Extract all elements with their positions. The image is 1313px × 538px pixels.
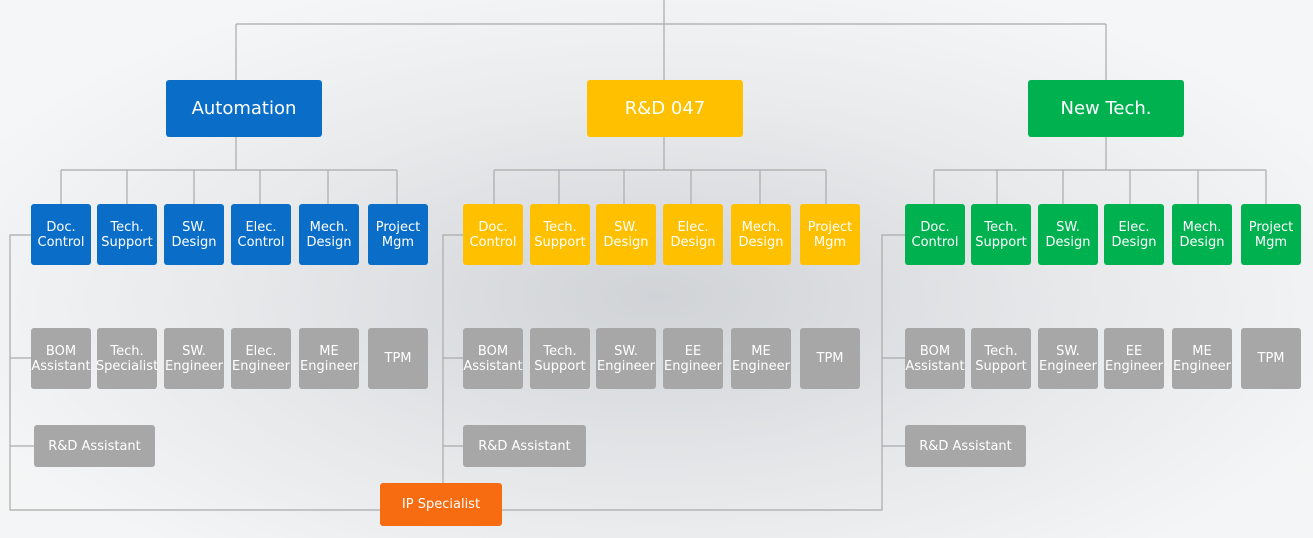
unit-box: Doc. Control [905, 204, 965, 265]
unit-box: Doc. Control [463, 204, 523, 265]
role-box: BOM Assistant [463, 328, 523, 389]
role-box: ME Engineer [1172, 328, 1232, 389]
unit-box: Elec. Design [663, 204, 723, 265]
unit-box: Elec. Design [1104, 204, 1164, 265]
dept-box-new-tech: New Tech. [1028, 80, 1184, 137]
role-box: SW. Engineer [1038, 328, 1098, 389]
unit-box: SW. Design [164, 204, 224, 265]
role-box: SW. Engineer [164, 328, 224, 389]
unit-box: Project Mgm [800, 204, 860, 265]
assistant-box: R&D Assistant [905, 425, 1026, 467]
unit-box: Tech. Support [971, 204, 1031, 265]
role-box: EE Engineer [663, 328, 723, 389]
unit-box: Project Mgm [368, 204, 428, 265]
unit-box: SW. Design [596, 204, 656, 265]
dept-box-automation: Automation [166, 80, 322, 137]
role-box: Tech. Support [530, 328, 590, 389]
dept-box-rnd-047: R&D 047 [587, 80, 743, 137]
assistant-box: R&D Assistant [34, 425, 155, 467]
unit-box: Mech. Design [299, 204, 359, 265]
role-box: TPM [1241, 328, 1301, 389]
role-box: SW. Engineer [596, 328, 656, 389]
ip-specialist-box: IP Specialist [380, 483, 502, 526]
role-box: TPM [800, 328, 860, 389]
role-box: Tech. Specialist [96, 328, 158, 389]
role-box: BOM Assistant [31, 328, 91, 389]
role-box: BOM Assistant [905, 328, 965, 389]
assistant-box: R&D Assistant [463, 425, 586, 467]
unit-box: Mech. Design [1172, 204, 1232, 265]
unit-box: Project Mgm [1241, 204, 1301, 265]
unit-box: Mech. Design [731, 204, 791, 265]
unit-box: Tech. Support [97, 204, 157, 265]
role-box: ME Engineer [299, 328, 359, 389]
role-box: Tech. Support [971, 328, 1031, 389]
unit-box: SW. Design [1038, 204, 1098, 265]
role-box: TPM [368, 328, 428, 389]
role-box: ME Engineer [731, 328, 791, 389]
unit-box: Doc. Control [31, 204, 91, 265]
role-box: EE Engineer [1104, 328, 1164, 389]
unit-box: Tech. Support [530, 204, 590, 265]
unit-box: Elec. Control [231, 204, 291, 265]
role-box: Elec. Engineer [231, 328, 291, 389]
